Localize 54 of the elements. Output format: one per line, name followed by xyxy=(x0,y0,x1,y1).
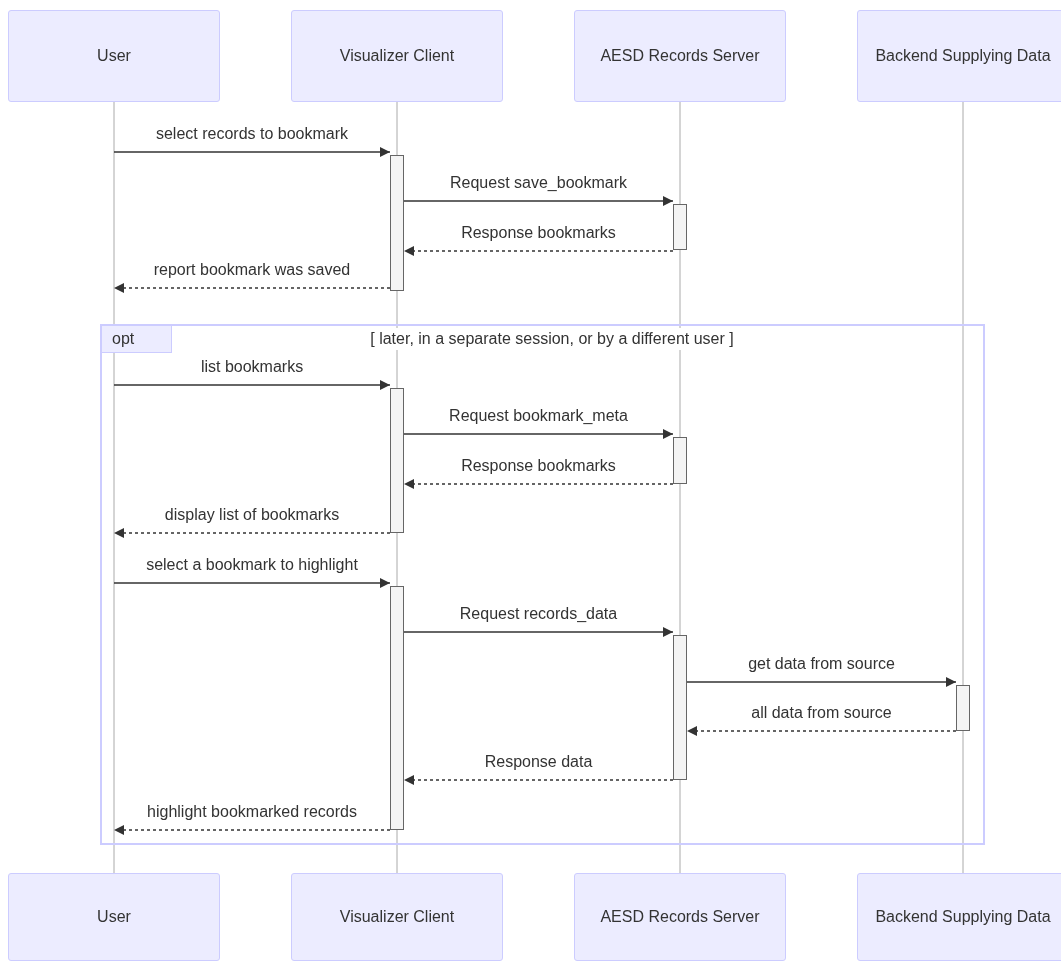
message-arrow xyxy=(403,627,674,637)
message-label: Request records_data xyxy=(458,604,619,624)
participant-box: Visualizer Client xyxy=(291,10,503,102)
message-arrow xyxy=(113,283,391,293)
message-arrow xyxy=(113,528,391,538)
lifeline xyxy=(396,532,398,587)
message-arrow xyxy=(113,147,391,157)
message-arrow xyxy=(686,726,957,736)
participant-box: User xyxy=(8,10,220,102)
message-label: highlight bookmarked records xyxy=(146,802,358,822)
message-arrow xyxy=(403,196,674,206)
message-arrow xyxy=(113,380,391,390)
message-arrow xyxy=(403,479,674,489)
lifeline xyxy=(962,101,964,686)
lifeline xyxy=(396,829,398,874)
lifeline xyxy=(679,779,681,874)
lifeline xyxy=(962,730,964,874)
activation-bar xyxy=(673,204,687,250)
lifeline xyxy=(679,101,681,205)
message-label: report bookmark was saved xyxy=(152,260,352,280)
activation-bar xyxy=(390,586,404,830)
message-label: Response bookmarks xyxy=(460,223,617,243)
message-arrow xyxy=(403,246,674,256)
participant-box: AESD Records Server xyxy=(574,10,786,102)
activation-bar xyxy=(390,388,404,533)
participant-box: User xyxy=(8,873,220,961)
guard-condition: [ later, in a separate session, or by a different user ] xyxy=(370,328,734,350)
activation-bar xyxy=(673,437,687,484)
message-arrow xyxy=(686,677,957,687)
participant-box: Backend Supplying Data xyxy=(857,10,1061,102)
message-label: get data from source xyxy=(747,654,896,674)
opt-frame xyxy=(100,324,985,845)
lifeline xyxy=(679,249,681,438)
message-arrow xyxy=(403,429,674,439)
message-label: Response bookmarks xyxy=(460,456,617,476)
message-arrow xyxy=(403,775,674,785)
message-label: display list of bookmarks xyxy=(163,505,341,525)
participant-box: Visualizer Client xyxy=(291,873,503,961)
lifeline xyxy=(679,483,681,636)
message-label: Response data xyxy=(483,752,594,772)
message-label: select a bookmark to highlight xyxy=(145,555,359,575)
activation-bar xyxy=(956,685,970,731)
lifeline xyxy=(113,101,115,874)
message-arrow xyxy=(113,825,391,835)
activation-bar xyxy=(673,635,687,780)
lifeline xyxy=(396,290,398,389)
participant-box: AESD Records Server xyxy=(574,873,786,961)
activation-bar xyxy=(390,155,404,291)
message-arrow xyxy=(113,578,391,588)
participant-box: Backend Supplying Data xyxy=(857,873,1061,961)
fragment-tag: opt xyxy=(102,326,172,353)
lifeline xyxy=(396,101,398,156)
message-label: Request save_bookmark xyxy=(449,173,628,193)
message-label: Request bookmark_meta xyxy=(448,406,629,426)
